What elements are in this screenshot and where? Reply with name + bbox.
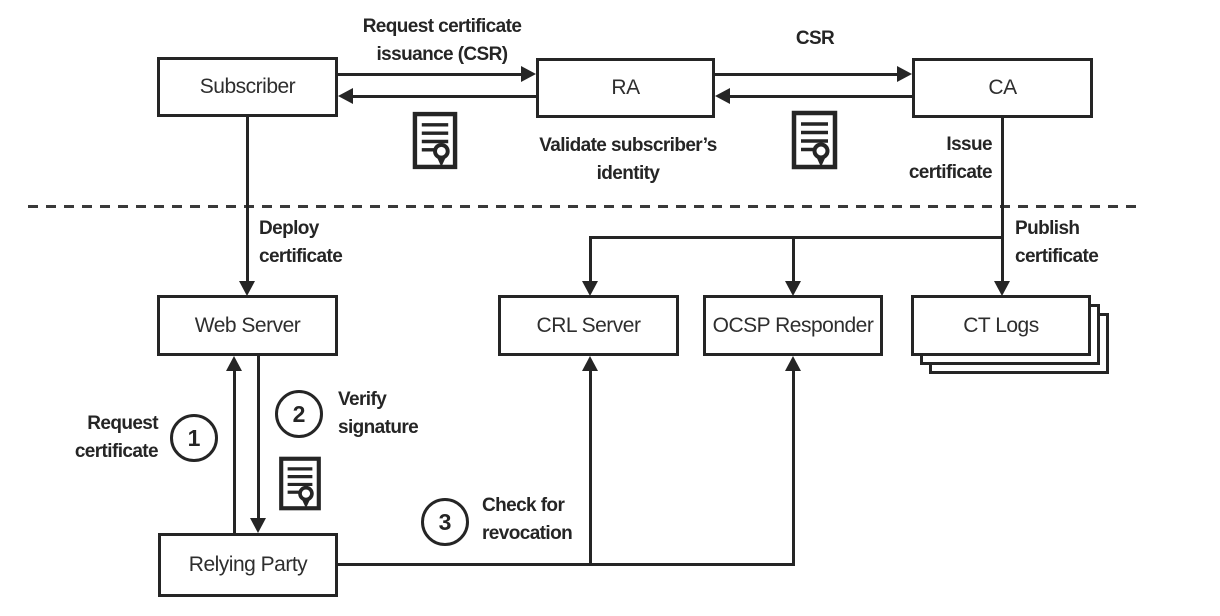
node-ra: RA [536,58,715,118]
node-ca-label: CA [988,76,1017,99]
step-circle-1: 1 [170,414,218,462]
arrow-subscriber-to-ra-line [338,73,522,76]
node-subscriber: Subscriber [157,57,338,117]
arrow-ca-to-ocsp-responder-head [785,281,801,296]
arrow-ca-to-ra-line [730,95,912,98]
arrow-ra-to-ca-line [715,73,898,76]
arrow-subscriber-to-web-server-line [246,117,249,281]
arrow-subscriber-to-web-server-head [239,281,255,296]
arrow-relying-party-to-web-server-head [226,356,242,371]
node-ra-label: RA [611,76,640,99]
label-request-certificate: Request certificate [74,413,159,462]
arrow-ca-to-ct-logs-line [1001,118,1004,281]
certificate-icon [791,110,838,170]
arrow-relying-party-to-crl-server-head [582,356,598,371]
label-issue-certificate: Issue certificate [908,134,993,183]
arrow-relying-party-to-web-server-line [233,371,236,533]
arrow-web-server-to-relying-party-head [250,518,266,533]
certificate-icon [277,456,323,511]
arrow-relying-party-to-ocsp-responder-line [792,371,795,566]
arrow-web-server-to-relying-party-line [257,356,260,518]
node-ct-logs: CT Logs [911,295,1091,356]
node-subscriber-label: Subscriber [199,75,296,98]
arrow-relying-party-to-crl-server-line [589,371,592,566]
arrow-ca-to-crl-server-line [589,236,592,281]
node-relying-party-label: Relying Party [188,553,308,576]
revocation-check-line [338,563,795,566]
node-web-server: Web Server [157,295,338,356]
node-ocsp-responder: OCSP Responder [703,295,883,356]
node-ca: CA [912,58,1093,118]
arrow-subscriber-to-ra-head [521,66,536,82]
label-check-revocation: Check for revocation [482,495,573,544]
phase-divider-dashed-line [28,205,1144,208]
node-crl-server-label: CRL Server [536,313,641,337]
label-deploy-certificate: Deploy certificate [259,218,343,267]
step-circle-3: 3 [421,498,469,546]
label-csr: CSR [795,28,835,49]
arrow-ca-to-ocsp-responder-line [792,236,795,281]
node-ct-logs-label: CT Logs [963,313,1039,337]
node-ocsp-responder-label: OCSP Responder [712,313,874,337]
publish-branch-line [590,236,1004,239]
arrow-ca-to-crl-server-head [582,281,598,296]
arrow-ra-to-subscriber-line [353,95,715,98]
node-web-server-label: Web Server [194,313,301,337]
label-validate-identity: Validate subscriber’s identity [539,135,717,184]
step-circle-2: 2 [275,390,323,438]
label-verify-signature: Verify signature [338,389,419,438]
certificate-icon [412,111,458,170]
node-relying-party: Relying Party [158,533,338,597]
arrow-relying-party-to-ocsp-responder-head [785,356,801,371]
arrow-ra-to-subscriber-head [338,88,353,104]
arrow-ra-to-ca-head [897,66,912,82]
arrow-ca-to-ra-head [715,88,730,104]
node-crl-server: CRL Server [498,295,679,356]
label-publish-certificate: Publish certificate [1015,218,1099,267]
arrow-ca-to-ct-logs-head [994,281,1010,296]
label-request-issuance: Request certificate issuance (CSR) [362,16,522,65]
